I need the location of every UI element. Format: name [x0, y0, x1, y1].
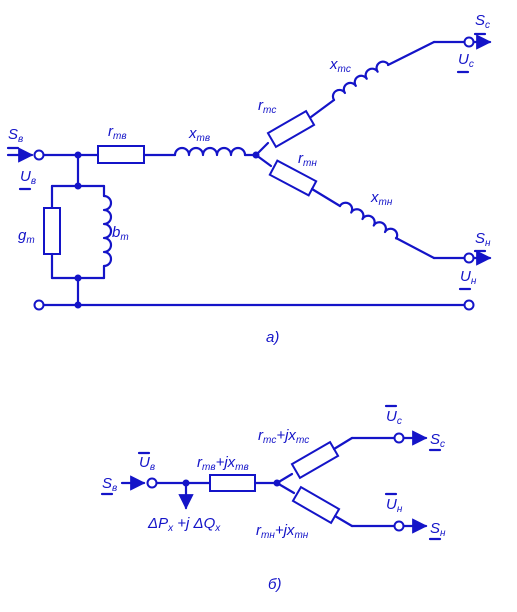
label-g-m: gm: [18, 227, 35, 246]
label-b-m: bm: [112, 224, 129, 243]
b-input-terminal: [146, 477, 158, 489]
ground-terminal-right: [463, 299, 475, 311]
conductance-g-m: [43, 207, 61, 255]
b-wire-mn-out: [333, 514, 354, 528]
b-label-z-mc: rmc+jxmc: [258, 427, 309, 446]
label-U-c: Uc: [458, 51, 474, 70]
b-label-S-c: Sc: [430, 431, 445, 450]
terminal-n: [463, 252, 475, 264]
label-U-n: Uн: [460, 268, 477, 287]
wire-xmn-out: [394, 236, 436, 260]
b-wire-star-mc: [275, 472, 294, 485]
resistor-r-mv: [97, 145, 145, 164]
diagram-a: Sв Uв gm bm rmв xmв rmc xmc rmн xmн Sc U…: [6, 12, 492, 346]
wire-xmc-out: [386, 40, 436, 67]
label-U-input: Uв: [20, 168, 36, 187]
wire-rmc-xmc: [309, 98, 336, 119]
wire-rmn-xmn: [310, 187, 342, 208]
label-S-n: Sн: [475, 230, 491, 249]
wire-star-rmn: [254, 153, 273, 168]
inductor-x-mc: [331, 60, 390, 102]
inductor-b-m: [102, 194, 113, 268]
b-label-losses: ΔPx +j ΔQx: [147, 515, 221, 534]
b-label-U-c: Uc: [386, 408, 402, 427]
b-terminal-c: [393, 432, 405, 444]
label-r-mv: rmв: [108, 123, 127, 142]
label-x-mn: xmн: [370, 189, 393, 208]
b-label-U-n: Uн: [386, 496, 403, 515]
b-label-z-mv: rmв+jxmв: [197, 454, 249, 473]
diagram-b: Uв Sв rmв+jxmв ΔPx +j ΔQx rmc+jxmc rmн+j…: [100, 404, 446, 593]
b-wire-star-mn: [275, 481, 296, 495]
label-S-c: Sc: [475, 12, 490, 31]
b-label-U-v: Uв: [139, 454, 155, 473]
wire-star-rmc: [254, 141, 270, 157]
label-r-mn: rmн: [298, 150, 317, 169]
inductor-x-mn: [338, 201, 399, 240]
b-label-S-v: Sв: [102, 475, 117, 494]
terminal-c: [463, 36, 475, 48]
input-terminal: [33, 149, 45, 161]
b-impedance-mv: [209, 474, 256, 492]
b-impedance-mc: [290, 440, 340, 480]
b-label-z-mn: rmн+jxmн: [256, 522, 309, 541]
caption-b: б): [268, 576, 281, 593]
label-S-input: Sв: [8, 126, 23, 145]
b-wire-mc-out: [332, 436, 354, 451]
b-label-S-n: Sн: [430, 520, 446, 539]
caption-a: а): [266, 329, 279, 346]
b-impedance-mn: [291, 485, 341, 525]
label-r-mc: rmc: [258, 97, 276, 116]
label-x-mc: xmc: [329, 56, 351, 75]
ground-terminal-left: [33, 299, 45, 311]
b-terminal-n: [393, 520, 405, 532]
inductor-x-mv: [173, 146, 247, 157]
resistor-r-mc: [266, 109, 316, 149]
label-x-mv: xmв: [188, 125, 210, 144]
